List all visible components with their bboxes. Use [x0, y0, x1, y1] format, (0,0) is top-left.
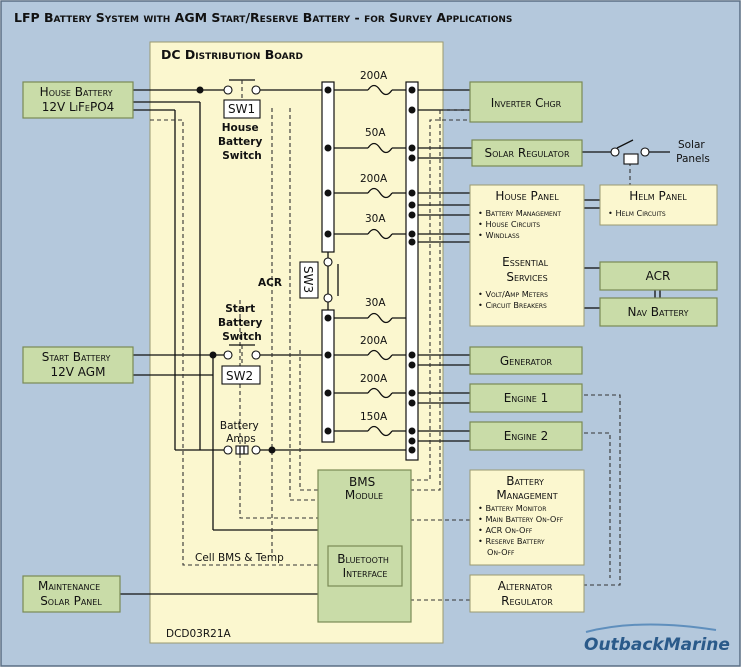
- start-battery-switch[interactable]: SW2: [221, 344, 261, 385]
- fuse-symbol: [367, 387, 393, 399]
- house-battery-label: House Battery 12V LiFePO4: [40, 85, 117, 114]
- alternator-regulator-label: Alternator Regulator: [498, 579, 556, 608]
- fuse-symbol: [367, 425, 393, 437]
- inverter-charger-box: [469, 81, 583, 123]
- house-panel-item: • House Circuits: [478, 219, 540, 229]
- maintenance-solar-box: [22, 575, 121, 613]
- fuse-symbol: [367, 349, 393, 361]
- fuse-symbol: [367, 84, 393, 96]
- fuse-label: 200A: [360, 173, 388, 185]
- generator-box: [469, 346, 583, 375]
- logo-text: OutbackMarine: [584, 635, 730, 655]
- solar-disconnect-switch[interactable]: [610, 139, 650, 165]
- outback-marine-logo: OutbackMarine: [584, 623, 730, 655]
- essential-item: • Circuit Breakers: [478, 300, 547, 310]
- acr-switch[interactable]: SW3: [299, 257, 339, 303]
- sw2-label: SW2: [226, 369, 253, 383]
- fuse-label: 50A: [365, 127, 386, 139]
- sw1-label: SW1: [228, 102, 255, 116]
- acr-box-label: ACR: [646, 269, 671, 283]
- solar-regulator-box: [471, 139, 583, 167]
- fuse-label: 30A: [365, 297, 386, 309]
- start-switch-label: Start Battery Switch: [218, 303, 266, 343]
- engine-1-label: Engine 1: [504, 391, 549, 405]
- sw3-label: SW3: [301, 266, 315, 293]
- fuse-symbol: [367, 187, 393, 199]
- house-battery-box: [22, 81, 134, 119]
- fuse-symbol: [367, 142, 393, 154]
- nav-battery-box: [599, 297, 718, 327]
- house-battery-switch[interactable]: SW1: [223, 79, 261, 119]
- cell-bms-label: Cell BMS & Temp: [195, 552, 284, 564]
- bms-label: BMS Module: [345, 475, 383, 502]
- fuse-label: 150A: [360, 411, 388, 423]
- fuse-label: 200A: [360, 70, 388, 82]
- battery-management-item: • Reserve Battery: [478, 536, 545, 546]
- helm-panel-title: Helm Panel: [629, 189, 687, 203]
- battery-management-item: On-Off: [487, 547, 515, 557]
- generator-label: Generator: [500, 354, 553, 368]
- house-panel-item: • Windlass: [478, 230, 520, 240]
- essential-item: • Volt/Amp Meters: [478, 289, 548, 299]
- board-title: DC Distribution Board: [161, 47, 303, 62]
- nav-battery-label: Nav Battery: [628, 305, 689, 319]
- battery-management-item: • Battery Monitor: [478, 503, 546, 513]
- helm-panel-box: [599, 184, 718, 226]
- battery-amps-shunt: [223, 445, 261, 455]
- left-busbar-lower: [321, 309, 335, 443]
- battery-amps-label: Battery Amps: [220, 420, 262, 445]
- essential-services-title: Essential Services: [502, 255, 552, 284]
- battery-management-item: • ACR On-Off: [478, 525, 533, 535]
- helm-panel-item: • Helm Circuits: [608, 208, 666, 218]
- acr-box: [599, 261, 718, 291]
- diagram-title: LFP Battery System with AGM Start/Reserv…: [14, 10, 512, 25]
- fuses: 200A 50A 200A 30A 30A 200A 200A 150A: [360, 70, 393, 437]
- house-panel-title: House Panel: [495, 189, 559, 203]
- engine-2-box: [469, 421, 583, 451]
- battery-management-title: Battery Management: [496, 474, 557, 502]
- left-busbar-upper: [321, 81, 335, 253]
- start-battery-box: [22, 346, 134, 384]
- board-code: DCD03R21A: [166, 628, 232, 640]
- alternator-regulator-box: [469, 574, 585, 613]
- engine-1-box: [469, 383, 583, 413]
- battery-management-item: • Main Battery On-Off: [478, 514, 564, 524]
- solar-regulator-label: Solar Regulator: [484, 146, 570, 160]
- fuse-symbol: [367, 228, 393, 240]
- bluetooth-interface[interactable]: [327, 545, 403, 587]
- engine-2-label: Engine 2: [504, 429, 549, 443]
- signal-wiring: [150, 108, 631, 601]
- bluetooth-label: Bluetooth Interface: [337, 552, 392, 580]
- start-battery-label: Start Battery 12V AGM: [42, 350, 115, 379]
- main-wiring: [120, 89, 670, 595]
- solar-panels-label: Solar Panels: [676, 139, 710, 165]
- fuse-label: 200A: [360, 373, 388, 385]
- junction-nodes: [196, 86, 416, 454]
- house-panel-item: • Battery Management: [478, 208, 561, 218]
- inverter-charger-label: Inverter Chgr: [491, 96, 562, 110]
- house-switch-label: House Battery Switch: [218, 122, 266, 162]
- fuse-label: 200A: [360, 335, 388, 347]
- battery-management-box: [469, 469, 585, 566]
- maintenance-solar-label: Maintenance Solar Panel: [38, 579, 104, 608]
- house-panel-box: [469, 184, 585, 327]
- fuse-symbol: [367, 312, 393, 324]
- acr-label: ACR: [258, 277, 282, 289]
- fuse-label: 30A: [365, 213, 386, 225]
